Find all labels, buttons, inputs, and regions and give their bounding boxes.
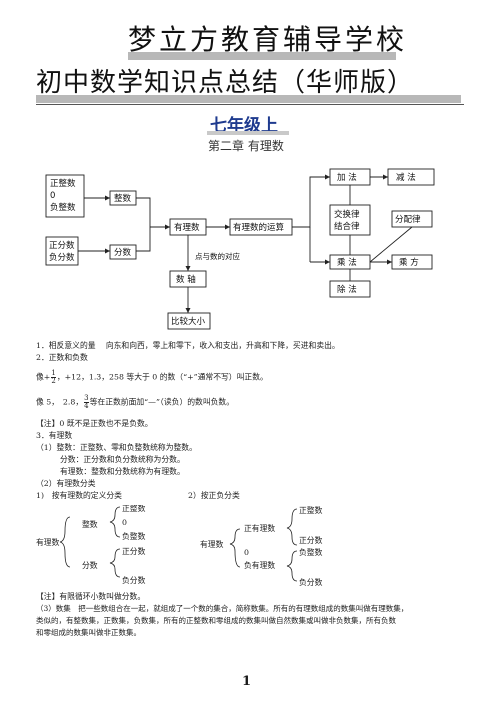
node-fraction: 分数 <box>114 247 132 258</box>
zero-note: 【注】0 既不是正数也不是负数。 <box>36 419 153 428</box>
node-rational: 有理数 <box>174 222 200 233</box>
node-integer: 整数 <box>114 193 132 204</box>
concept-diagram: 正整数 0 负整数 整数 正分数 负分数 分数 有理数 有理数的运算 点与数的对… <box>45 168 435 330</box>
node-compare: 比较大小 <box>171 316 206 327</box>
number-set-line-2: 类似的，有整数集，正数集，负数集，所有的正整数和零组成的数集叫做自然数集或叫做非… <box>36 616 396 625</box>
section-1: 1．相反意义的量 向东和向西，零上和零下，收入和支出，升高和下降，买进和卖出。 <box>36 341 340 350</box>
classification-tree-by-sign: 有理数 正有理数 0 负有理数 正整数 正分数 负整数 负分数 <box>200 505 323 587</box>
section-3-heading: 3．有理数 <box>36 431 73 440</box>
node-number-axis: 数 轴 <box>176 274 196 285</box>
node-distributive: 分配律 <box>395 214 421 225</box>
tree1-zero: 0 <box>122 518 127 527</box>
tree1-positive-int: 正整数 <box>122 505 146 513</box>
negative-prefix: 像 5， 2.8， <box>36 397 84 407</box>
node-negative-int: 负整数 <box>50 202 76 213</box>
grade-underline <box>207 131 289 135</box>
classification-heading: （2）有理数分类 <box>36 479 96 488</box>
node-associative: 结合律 <box>334 221 360 232</box>
school-title: 梦立方教育辅导学校 <box>128 23 408 56</box>
tree2-negative-int: 负整数 <box>299 547 323 557</box>
title-underline <box>128 52 396 60</box>
node-add: 加 法 <box>337 172 357 183</box>
header-rule <box>36 104 464 105</box>
tree2-zero: 0 <box>244 548 249 557</box>
node-power: 乘 方 <box>399 257 419 268</box>
node-subtract: 减 法 <box>396 172 416 183</box>
tree2-root: 有理数 <box>200 539 224 549</box>
positive-suffix: ，+12，1.3，258 等大于 0 的数（“+”通常不写）叫正数。 <box>56 372 268 382</box>
tree1-integer: 整数 <box>82 519 98 529</box>
definition-integer: （1）整数：正整数、零和负整数统称为整数。 <box>36 443 197 452</box>
tree1-root: 有理数 <box>36 537 60 547</box>
node-operations: 有理数的运算 <box>233 222 285 233</box>
tree1-positive-frac: 正分数 <box>122 546 146 556</box>
tree2-negative: 负有理数 <box>244 560 275 570</box>
label-correspondence: 点与数的对应 <box>195 251 240 261</box>
node-zero: 0 <box>50 191 55 201</box>
fraction-note: 【注】有限循环小数叫做分数。 <box>36 592 146 601</box>
tree1-fraction: 分数 <box>82 560 98 570</box>
definition-rational: 有理数：整数和分数统称为有理数。 <box>60 467 185 476</box>
node-multiply: 乘 法 <box>337 257 357 268</box>
classification-tree-by-definition: 有理数 整数 分数 正整数 0 负整数 正分数 负分数 <box>36 505 146 585</box>
node-divide: 除 法 <box>337 284 357 295</box>
chapter-heading: 第二章 有理数 <box>208 139 284 153</box>
fraction-numerator: 1 <box>51 369 56 377</box>
tree2-negative-frac: 负分数 <box>299 577 323 587</box>
section-2-heading: 2．正数和负数 <box>36 353 88 362</box>
document-title: 初中数学知识点总结（华师版） <box>36 68 415 98</box>
node-commutative: 交换律 <box>334 209 360 220</box>
tree1-negative-int: 负整数 <box>122 531 146 541</box>
subtitle-underline <box>36 95 461 103</box>
node-negative-frac: 负分数 <box>49 252 75 263</box>
number-set-line-3: 和零组成的数集叫做非正数集。 <box>36 628 141 637</box>
classification-1-title: 1) 按有理数的定义分类 <box>36 491 122 500</box>
fraction-denominator: 4 <box>84 402 89 410</box>
tree2-positive: 正有理数 <box>244 523 275 533</box>
page-number: 1 <box>242 674 252 689</box>
node-positive-int: 正整数 <box>50 178 76 189</box>
definition-fraction: 分数：正分数和负分数统称为分数。 <box>60 455 185 464</box>
tree2-positive-int: 正整数 <box>299 505 323 515</box>
positive-prefix: 像+ <box>36 372 51 382</box>
tree2-positive-frac: 正分数 <box>299 535 323 545</box>
classification-2-title: 2）按正负分类 <box>188 491 240 500</box>
tree1-negative-frac: 负分数 <box>122 575 146 585</box>
fraction-numerator: 3 <box>84 394 89 402</box>
negative-suffix: 等在正数前面加“—”（读负）的数叫负数。 <box>89 397 235 407</box>
number-set-line-1: （3）数集 把一些数组合在一起，就组成了一个数的集合，简称数集。所有的有理数组成… <box>36 604 409 613</box>
node-positive-frac: 正分数 <box>49 240 75 251</box>
fraction-denominator: 2 <box>51 377 56 385</box>
